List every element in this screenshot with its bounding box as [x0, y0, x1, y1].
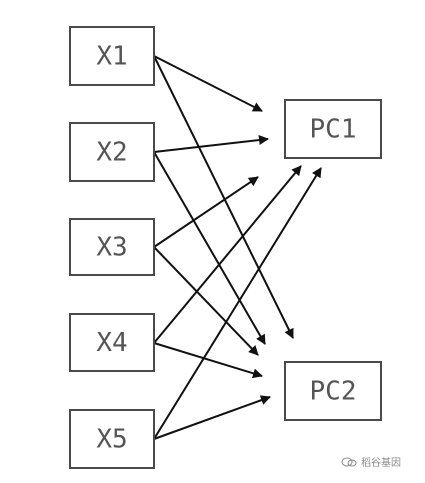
edge-x1-pc1	[153, 55, 263, 112]
edge-x2-pc2	[153, 151, 266, 345]
node-pc1: PC1	[284, 99, 382, 159]
node-x5: X5	[69, 409, 155, 469]
node-box-x1	[69, 26, 155, 86]
edge-x3-pc1	[153, 176, 259, 248]
node-x1: X1	[69, 26, 155, 86]
node-label-x5: X5	[96, 425, 127, 455]
node-box-pc1	[284, 99, 382, 159]
node-label-pc2: PC2	[310, 377, 357, 407]
node-label-x1: X1	[96, 42, 127, 72]
node-label-x3: X3	[96, 233, 127, 263]
edge-x5-pc2	[153, 395, 271, 440]
node-x4: X4	[69, 313, 155, 372]
node-x3: X3	[69, 218, 155, 276]
node-label-x2: X2	[96, 138, 127, 168]
node-pc2: PC2	[284, 361, 382, 421]
node-x2: X2	[69, 122, 155, 182]
edge-x4-pc1	[153, 165, 302, 344]
edge-x2-pc1	[153, 135, 269, 153]
node-box-x3	[69, 218, 155, 276]
edge-x3-pc2	[153, 246, 259, 356]
edges-layer	[153, 55, 322, 440]
node-box-x2	[69, 122, 155, 182]
wechat-icon	[341, 457, 357, 466]
node-label-x4: X4	[96, 328, 127, 358]
edge-x1-pc2	[153, 55, 294, 339]
node-box-pc2	[284, 361, 382, 421]
watermark: 稻谷基因	[341, 454, 401, 469]
watermark-text: 稻谷基因	[361, 458, 401, 469]
node-box-x4	[69, 313, 155, 372]
node-label-pc1: PC1	[310, 115, 357, 145]
edge-x5-pc1	[153, 167, 322, 440]
edge-x4-pc2	[153, 342, 263, 379]
node-box-x5	[69, 409, 155, 469]
